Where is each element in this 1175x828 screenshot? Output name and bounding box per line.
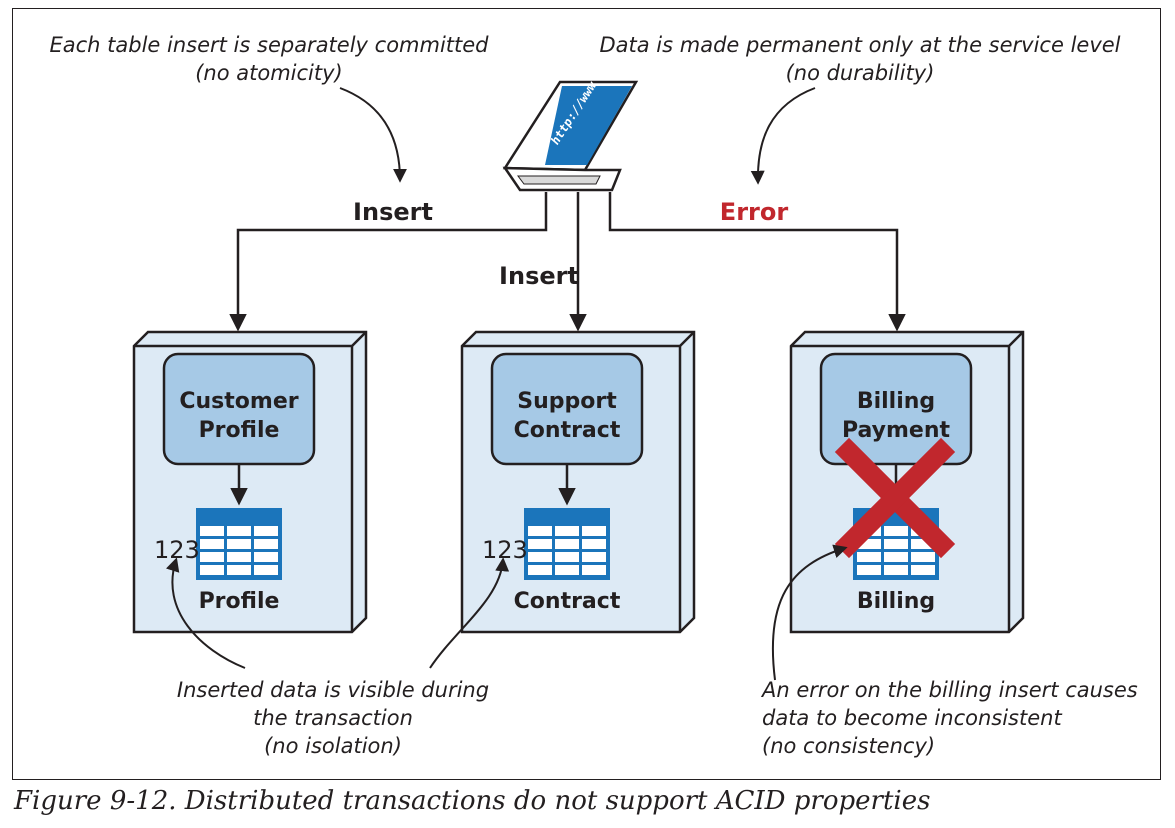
atomicity-pointer-arrow (339, 87, 407, 183)
service-name-line1: Customer (179, 389, 298, 414)
insert-flow-profile (229, 192, 548, 332)
service-name-line2: Payment (842, 418, 951, 443)
error-label: Error (720, 198, 789, 226)
insert-label-middle: Insert (499, 262, 579, 290)
service-box-billing-payment: Billing Payment Billing (789, 330, 1025, 634)
durability-note: (no durability) (786, 61, 935, 85)
profile-table-icon (196, 508, 282, 580)
billing-table-label: Billing (857, 589, 935, 614)
profile-value: 123 (154, 536, 200, 564)
figure-caption: Figure 9-12. Distributed transactions do… (14, 786, 931, 816)
atomicity-annotation: Each table insert is separately committe… (49, 33, 489, 57)
durability-annotation: Data is made permanent only at the servi… (599, 33, 1120, 57)
isolation-pointer-arrow-contract (429, 557, 510, 669)
error-flow-billing (608, 192, 906, 332)
consistency-pointer-arrow (771, 544, 848, 681)
service-name-line2: Contract (514, 418, 621, 443)
profile-table-label: Profile (199, 589, 280, 614)
contract-value: 123 (482, 536, 528, 564)
consistency-annotation-line1: An error on the billing insert causes (760, 678, 1138, 702)
consistency-annotation-line3: (no consistency) (762, 734, 935, 758)
laptop-icon: http://www (502, 78, 639, 192)
isolation-annotation-line2: the transaction (253, 706, 413, 730)
isolation-annotation-line1: Inserted data is visible during (177, 678, 489, 702)
contract-table-label: Contract (514, 589, 621, 614)
atomicity-note: (no atomicity) (195, 61, 343, 85)
isolation-annotation-line3: (no isolation) (264, 734, 402, 758)
service-box-support-contract: Support Contract 123 Contract (460, 330, 696, 634)
insert-label-left: Insert (353, 198, 433, 226)
error-x-icon (834, 437, 956, 559)
service-box-customer-profile: Customer Profile 123 Profile (132, 330, 368, 634)
isolation-pointer-arrow-profile (165, 557, 246, 669)
service-name-line1: Support (517, 389, 617, 414)
durability-pointer-arrow (750, 87, 816, 185)
contract-table-icon (524, 508, 610, 580)
service-name-line2: Profile (199, 418, 280, 443)
consistency-annotation-line2: data to become inconsistent (762, 706, 1062, 730)
service-name-line1: Billing (857, 389, 935, 414)
